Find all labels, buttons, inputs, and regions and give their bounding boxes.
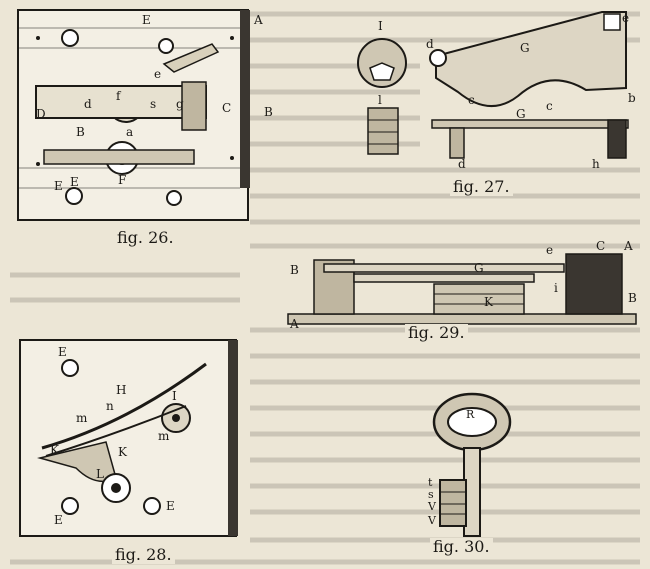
lock-plate	[19, 339, 237, 537]
plate-edge	[240, 10, 250, 188]
label-letter: d	[458, 157, 466, 171]
figure-26-lock: E E A B C D B f d e s g a E F	[17, 9, 273, 221]
label-letter: G	[516, 107, 526, 121]
label-letter: s	[428, 488, 434, 501]
lever	[435, 11, 627, 108]
label-letter: C	[222, 101, 231, 115]
label-letter: g	[176, 97, 184, 111]
label-letter: H	[116, 383, 126, 397]
figure-27-caption: fig. 27.	[450, 178, 513, 196]
label-letter: A	[253, 13, 263, 27]
label-letter: V	[427, 514, 437, 527]
label-letter: e	[546, 243, 553, 257]
label-letter: I	[378, 19, 383, 33]
figure-29-section: A C B e G K i A B	[287, 240, 637, 331]
label-letter: c	[468, 93, 475, 107]
label-letter: t	[428, 476, 433, 489]
label-letter: K	[484, 295, 494, 309]
label-letter: s	[150, 97, 156, 111]
label-letter: h	[592, 157, 600, 171]
screw	[158, 38, 174, 54]
figure-30-caption: fig. 30.	[430, 538, 493, 556]
label-letter: R	[466, 408, 475, 421]
label-letter: G	[474, 261, 484, 275]
spring	[162, 43, 220, 73]
label-letter: E	[166, 499, 175, 513]
label-letter: A	[289, 317, 299, 331]
label-letter: B	[628, 291, 637, 305]
label-letter: B	[290, 263, 299, 277]
screw	[166, 190, 182, 206]
label-letter: n	[106, 399, 114, 413]
screw	[61, 29, 79, 47]
label-letter: V	[427, 500, 437, 513]
label-letter: i	[554, 281, 558, 295]
label-letter: D	[36, 107, 46, 121]
tumblers	[433, 283, 525, 315]
figure-27-parts: I l d e G c c b G d h	[357, 11, 636, 171]
screw	[143, 497, 161, 515]
figure-28-caption: fig. 28.	[112, 546, 175, 564]
figure-26-caption: fig. 26.	[114, 229, 177, 247]
label-letter: m	[158, 429, 170, 443]
label-letter: I	[172, 389, 177, 403]
spring	[41, 362, 207, 450]
staple	[565, 253, 623, 315]
label-letter: C	[596, 240, 605, 253]
label-letter: E	[58, 345, 67, 359]
staple	[181, 81, 207, 131]
label-letter: E	[142, 13, 151, 27]
label-letter: A	[623, 240, 633, 253]
screw	[65, 187, 83, 205]
label-letter: c	[546, 99, 553, 113]
label-letter: m	[76, 411, 88, 425]
key-bit	[439, 479, 467, 527]
figure-29-caption: fig. 29.	[405, 324, 468, 342]
bolt	[35, 85, 207, 119]
label-letter: d	[426, 37, 434, 51]
label-letter: K	[118, 445, 128, 459]
label-letter: L	[96, 467, 104, 481]
label-letter: F	[118, 173, 126, 187]
stack	[367, 107, 399, 155]
label-letter: G	[520, 41, 530, 55]
label-letter: a	[126, 125, 133, 139]
screw	[61, 497, 79, 515]
label-letter: E	[54, 179, 63, 193]
label-letter: B	[76, 125, 85, 139]
label-letter: B	[264, 105, 273, 119]
screw	[61, 359, 79, 377]
label-letter: e	[622, 11, 629, 25]
label-letter: E	[70, 175, 79, 189]
label-letter: d	[84, 97, 92, 111]
label-letter: K	[50, 443, 60, 457]
label-letter: l	[378, 93, 382, 107]
label-letter: b	[628, 91, 636, 105]
tumbler-bar	[431, 119, 629, 129]
figure-30-key: R t s V V	[427, 392, 512, 537]
figure-28-lock: E H n m I m K K L E E	[19, 339, 238, 537]
label-letter: e	[154, 67, 161, 81]
label-letter: f	[116, 89, 122, 103]
label-letter: E	[54, 513, 63, 527]
bolt	[323, 263, 565, 273]
